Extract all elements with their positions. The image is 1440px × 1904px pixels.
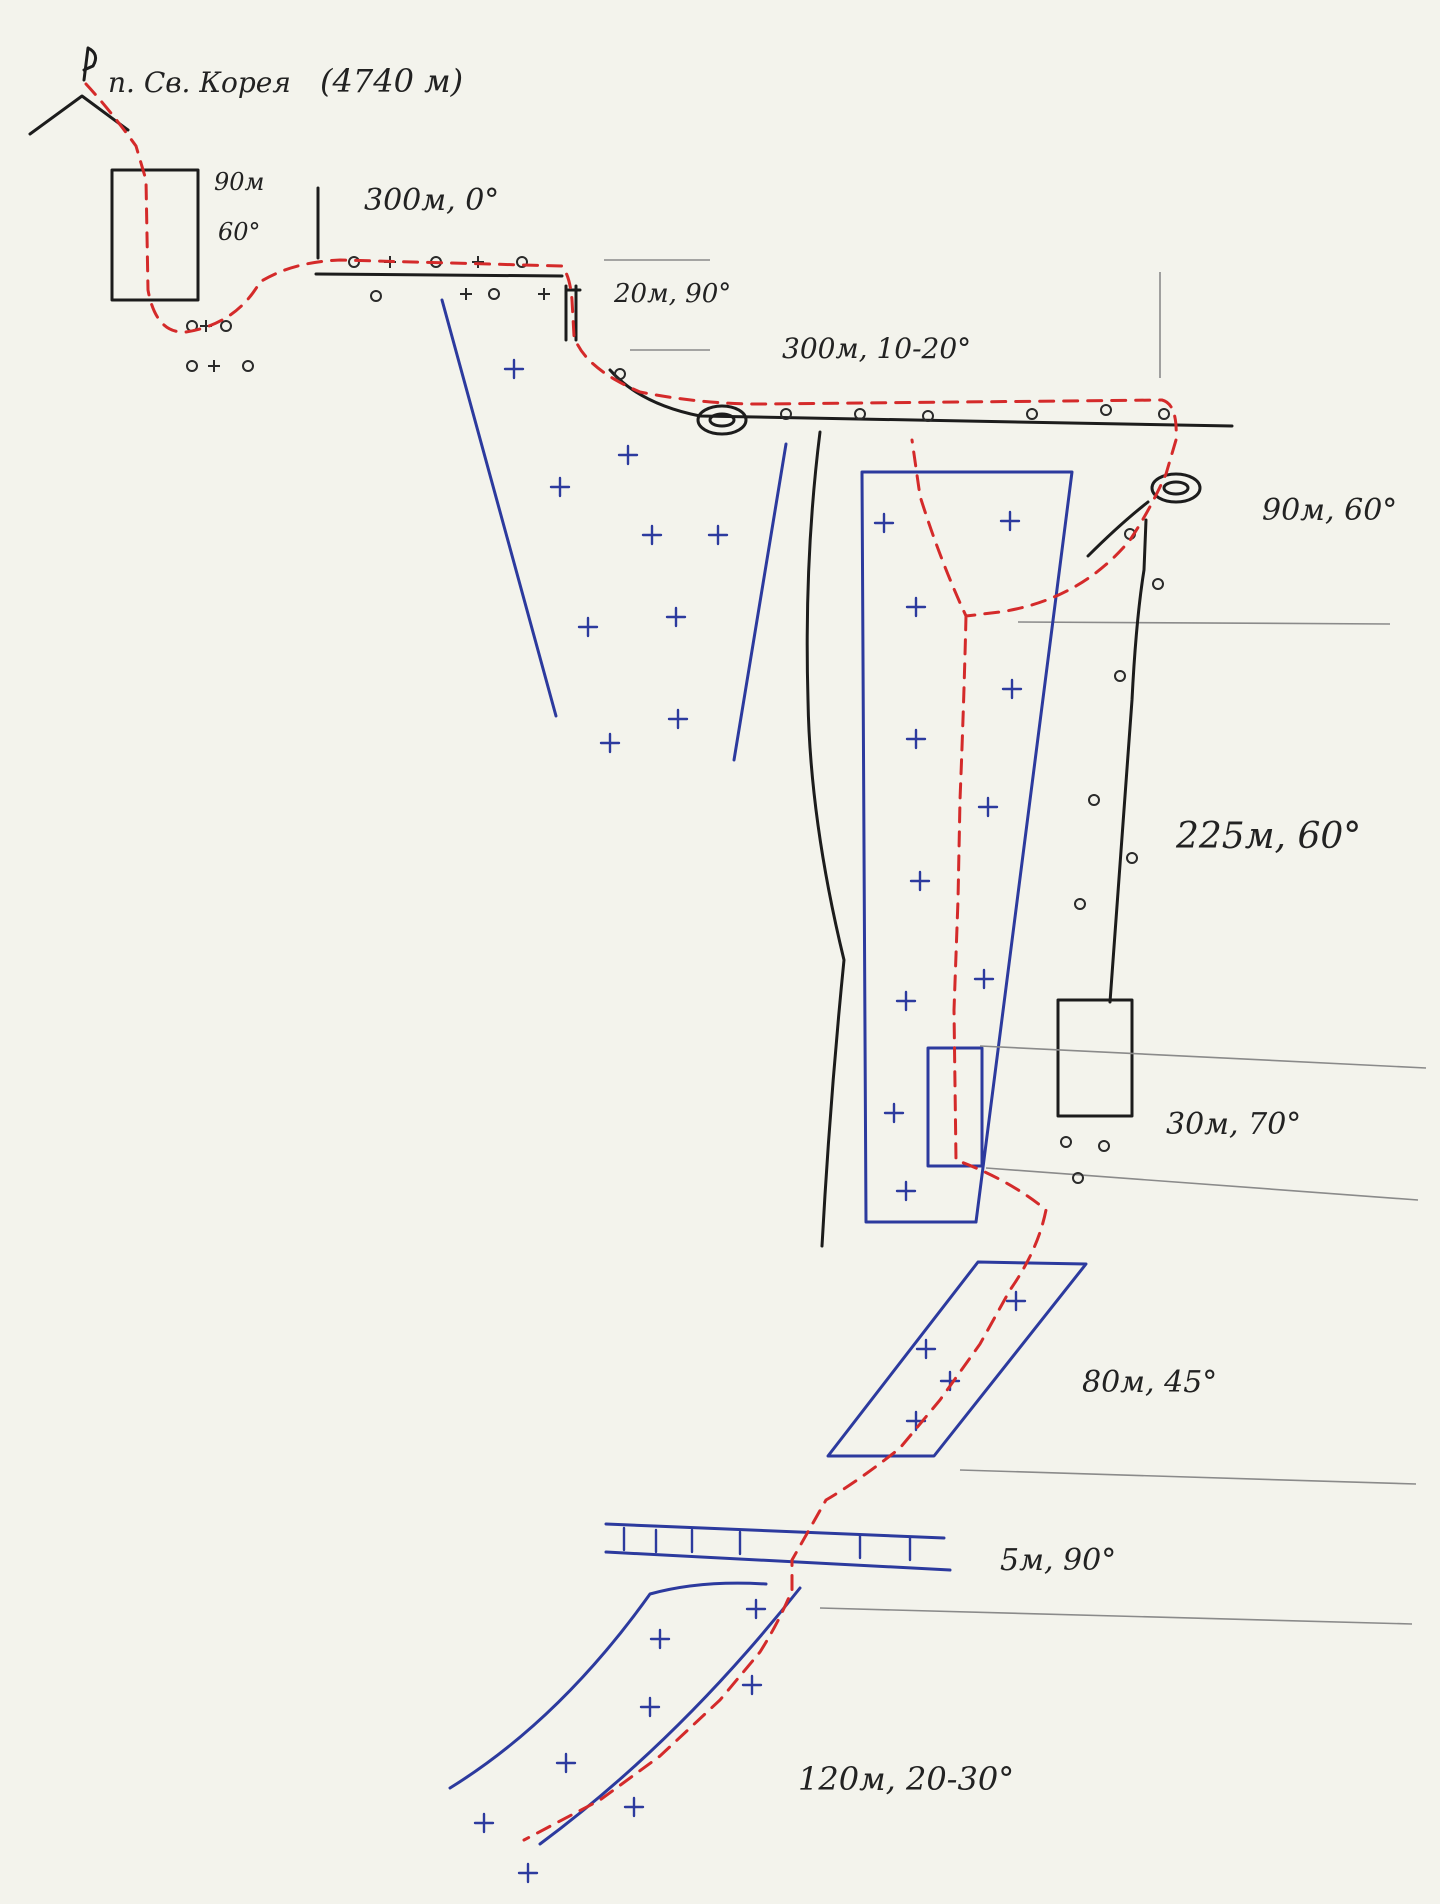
couloir-outline [860, 470, 1074, 1224]
section7-box [1056, 998, 1134, 1118]
section8-guide-line [959, 1469, 1417, 1485]
section1-length: 90м [214, 168, 264, 196]
rappel-anchor-icon [696, 404, 748, 436]
section7-label: 30м, 70° [1166, 1107, 1301, 1142]
section5-label: 90м, 60° [1262, 493, 1397, 528]
couloir-snow-marks [873, 510, 1023, 1202]
summit-altitude: (4740 м) [320, 62, 463, 100]
couloir-left-edge [805, 430, 846, 1248]
summit-flag-icon [82, 46, 98, 82]
section3-wall [564, 284, 582, 342]
section7-guide-line-top [979, 1045, 1427, 1069]
section1-box [110, 168, 200, 302]
section9-label: 5м, 90° [1000, 1543, 1116, 1578]
section6-label: 225м, 60° [1175, 816, 1361, 857]
section1-rock-marks [186, 320, 254, 372]
section4-label: 300м, 10-20° [782, 332, 971, 365]
section10-couloir-left [448, 1581, 768, 1790]
section10-couloir-right [538, 1586, 802, 1846]
section2-rock-marks [348, 256, 550, 302]
section4-rock-marks [614, 368, 1170, 422]
section2-label: 300м, 0° [364, 183, 499, 218]
section2-ridge-line [314, 272, 564, 278]
section9-ticks [622, 1526, 912, 1562]
section7-rock-marks [1060, 1136, 1110, 1184]
section10-label: 120м, 20-30° [798, 1760, 1014, 1798]
section2-snowfield-left-edge [440, 298, 558, 718]
section8-snow-marks [905, 1290, 1027, 1432]
section5-guide-line [1017, 621, 1391, 625]
section9-upper-line [604, 1522, 946, 1540]
summit-label: п. Св. Корея [108, 66, 291, 99]
summit-ridge [28, 94, 130, 136]
section9-lower-line [604, 1550, 952, 1572]
section8-snowfield [826, 1260, 1088, 1458]
section8-label: 80м, 45° [1082, 1365, 1217, 1400]
section6-rib-line [1086, 500, 1150, 1004]
section6-rock-marks [1074, 528, 1164, 910]
route-line [84, 82, 1178, 1842]
section3-label: 20м, 90° [613, 279, 731, 309]
rappel-anchor-icon-2 [1150, 472, 1202, 504]
summit-marker [28, 46, 130, 136]
section7-guide-line-bottom [985, 1167, 1419, 1201]
section1-angle: 60° [218, 218, 261, 246]
section10-snow-marks [473, 1598, 767, 1884]
section4-ridge-line [608, 368, 1234, 428]
section9-guide-line [819, 1607, 1413, 1625]
section2-snowfield-right-edge [732, 442, 788, 762]
section2-snow-marks [503, 358, 729, 754]
